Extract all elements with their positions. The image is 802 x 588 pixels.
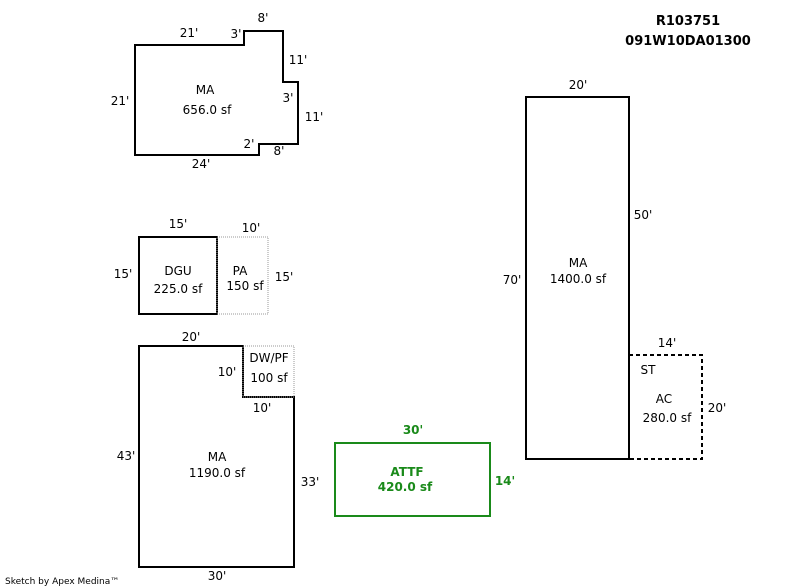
attf-outline [334,442,491,517]
dgu-outline [138,236,218,315]
ma-top-dim-notch-side: 2' [244,137,255,151]
ma-top-dim-jog: 3' [283,91,294,105]
ma-top-dim-notch-top: 8' [258,11,269,25]
attf-dim-top: 30' [403,423,423,437]
ma-top-dim-notch-bottom: 8' [274,144,285,158]
ma-right-code: MA [569,256,588,270]
ma-top-outline [134,30,299,156]
attf-area: 420.0 sf [378,480,433,494]
ac-code: AC [656,392,672,406]
ma-bottom-area: 1190.0 sf [189,466,246,480]
map-number: 091W10DA01300 [625,34,751,49]
dwpf-area: 100 sf [250,371,288,385]
ma-bottom-code: MA [208,450,227,464]
ma-top-code: MA [196,83,215,97]
ma-right-outline [525,96,630,460]
ma-right-dim-right: 50' [634,208,653,222]
ma-bottom-dim-notch-side: 10' [218,365,237,379]
pa-code: PA [233,264,248,278]
parcel-id: R103751 [656,14,720,29]
ac-outline [629,354,703,460]
ma-top-dim-top: 21' [180,26,199,40]
pa-dim-right: 15' [275,270,294,284]
dgu-dim-left: 15' [114,267,133,281]
ma-bottom-dim-top: 20' [182,330,201,344]
dgu-code: DGU [164,264,191,278]
pa-dim-top: 10' [242,221,261,235]
dgu-dim-top: 15' [169,217,188,231]
ma-top-area: 656.0 sf [183,103,232,117]
dwpf-outline [242,345,295,398]
ma-right-area: 1400.0 sf [550,272,607,286]
ma-top-dim-step: 3' [231,27,242,41]
ma-bottom-dim-notch-bottom: 10' [253,401,272,415]
ma-right-dim-top: 20' [569,78,588,92]
ac-dim-top: 14' [658,336,677,350]
dgu-area: 225.0 sf [154,282,203,296]
sketch-credit: Sketch by Apex Medina™ [5,577,119,587]
ma-bottom-dim-right: 33' [301,475,320,489]
dwpf-code: DW/PF [249,351,288,365]
ma-top-dim-lower-right: 11' [305,110,324,124]
ma-right-dim-left: 70' [503,273,522,287]
ma-top-dim-upper-right: 11' [289,53,308,67]
ma-top-dim-left: 21' [111,94,130,108]
ac-note-st: ST [641,363,657,377]
attf-code: ATTF [390,465,423,479]
ma-bottom-dim-bottom: 30' [208,569,227,583]
ac-area: 280.0 sf [643,411,692,425]
pa-area: 150 sf [226,279,264,293]
attf-dim-right: 14' [495,474,515,488]
ma-bottom-dim-left: 43' [117,449,136,463]
ac-dim-right: 20' [708,401,727,415]
ma-top-dim-bottom: 24' [192,157,211,171]
